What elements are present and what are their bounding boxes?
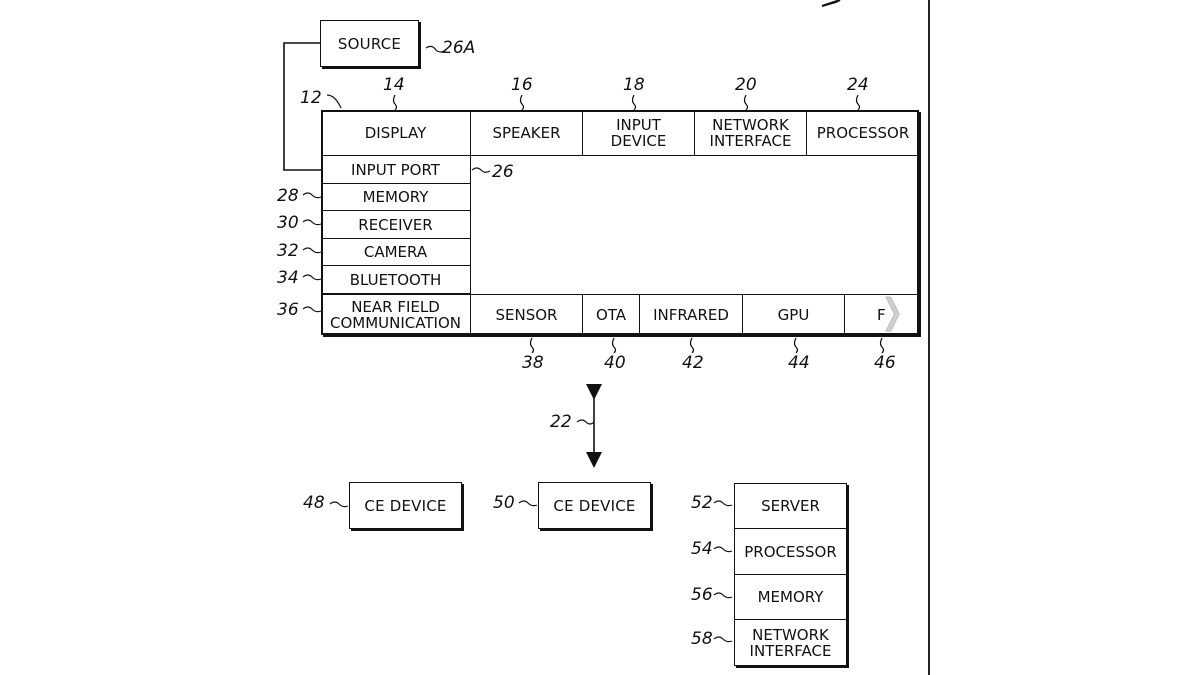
ref-label: 34 [277, 268, 299, 288]
ref-label: 36 [277, 300, 299, 320]
ref-label: 26A [442, 38, 476, 58]
cell-label: INFRARED [653, 306, 729, 324]
ref-label: 40 [604, 353, 626, 373]
ref-label: 48 [303, 493, 325, 513]
server-processor-cell: PROCESSOR [734, 529, 847, 575]
server-memory-cell: MEMORY [734, 575, 847, 620]
ref-label: 44 [788, 353, 810, 373]
ref-label: 50 [493, 493, 515, 513]
ref-label: 22 [550, 412, 572, 432]
source-label: SOURCE [337, 34, 402, 53]
receiver-cell: RECEIVER [321, 211, 471, 239]
ref-label: 38 [522, 353, 544, 373]
cell-label: DISPLAY [364, 123, 427, 142]
cell-label: NETWORK INTERFACE [749, 626, 832, 660]
ce-device-label: CE DEVICE [553, 496, 636, 515]
page-border-line [928, 0, 930, 675]
cell-label: OTA [595, 306, 627, 324]
processor-cell: PROCESSOR [807, 110, 919, 156]
ref-label: 58 [691, 629, 713, 649]
source-box: SOURCE [320, 20, 419, 67]
sensor-cell: SENSOR [471, 294, 583, 335]
network-interface-cell: NETWORK INTERFACE [695, 110, 807, 156]
ref-label: 26 [492, 162, 514, 182]
server-network-interface-cell: NETWORK INTERFACE [734, 620, 847, 666]
input-device-cell: INPUT DEVICE [583, 110, 695, 156]
ce-device-box: CE DEVICE [349, 482, 462, 529]
nfc-cell: NEAR FIELD COMMUNICATION [321, 294, 471, 335]
ref-label: 12 [300, 88, 322, 108]
cell-label: MEMORY [757, 588, 824, 606]
source-connector [283, 42, 321, 171]
device-frame [321, 110, 919, 335]
ref-label: 54 [691, 539, 713, 559]
cell-label: CAMERA [363, 243, 428, 261]
ref-label: 18 [623, 75, 645, 95]
cell-label: INPUT DEVICE [610, 115, 667, 150]
ref-label: 42 [682, 353, 704, 373]
cell-label: RECEIVER [358, 215, 433, 234]
cell-label: MEMORY [362, 188, 429, 206]
ref-label: 20 [735, 75, 757, 95]
input-port-cell: INPUT PORT [321, 156, 471, 184]
gpu-cell: GPU [743, 294, 845, 335]
ref-label: 52 [691, 493, 713, 513]
ce-device-label: CE DEVICE [364, 496, 447, 515]
display-cell: DISPLAY [321, 110, 471, 156]
cell-label: GPU [777, 306, 810, 324]
cell-label: SPEAKER [492, 123, 561, 142]
bluetooth-cell: BLUETOOTH [321, 266, 471, 294]
ref-label: 14 [383, 75, 405, 95]
cell-label: PROCESSOR [816, 123, 910, 142]
cell-label: NETWORK INTERFACE [709, 115, 792, 150]
ce-device-box: CE DEVICE [538, 482, 651, 529]
chevron-right-icon[interactable]: ❭ [878, 292, 907, 333]
cell-label: SENSOR [495, 306, 558, 324]
ref-label: 56 [691, 585, 713, 605]
memory-cell: MEMORY [321, 184, 471, 211]
speaker-cell: SPEAKER [471, 110, 583, 156]
ota-cell: OTA [583, 294, 640, 335]
camera-cell: CAMERA [321, 239, 471, 266]
ref-label: 46 [874, 353, 896, 373]
cell-label: BLUETOOTH [349, 270, 442, 289]
ref-label: 32 [277, 241, 299, 261]
cell-label: PROCESSOR [744, 542, 837, 561]
ref-label: 30 [277, 213, 299, 233]
infrared-cell: INFRARED [640, 294, 743, 335]
cell-label: INPUT PORT [351, 160, 440, 179]
cell-label: F [877, 306, 886, 324]
ref-label: 28 [277, 186, 299, 206]
truncated-cell: F [845, 294, 919, 335]
ref-label: 24 [847, 75, 869, 95]
server-cell: SERVER [734, 483, 847, 529]
cell-label: SERVER [761, 496, 820, 515]
cell-label: NEAR FIELD COMMUNICATION [330, 298, 461, 332]
ref-label: 16 [511, 75, 533, 95]
